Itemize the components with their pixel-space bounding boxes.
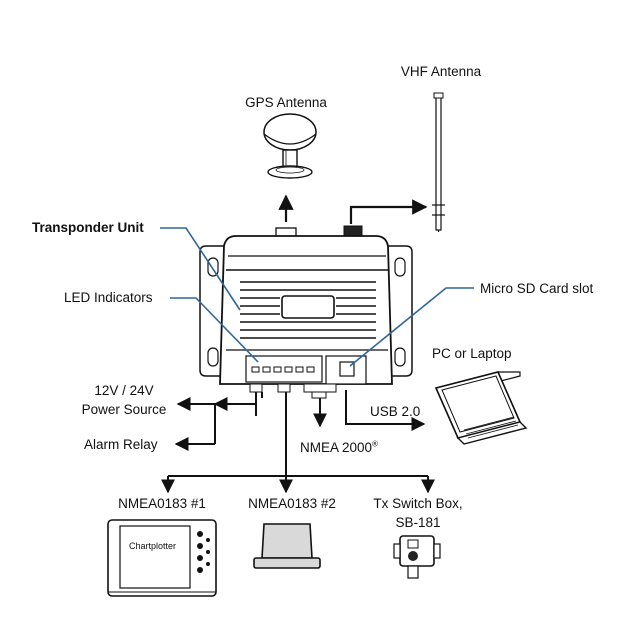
transponder-unit-icon (199, 225, 413, 399)
registered-mark: ® (372, 439, 378, 449)
nmea2000-label: NMEA 2000® (300, 440, 378, 456)
power-source-label-line1: 12V / 24V (94, 383, 154, 398)
nmea0183-device-icon (253, 523, 321, 569)
alarm-relay-label: Alarm Relay (84, 437, 158, 452)
vhf-antenna-label: VHF Antenna (400, 64, 482, 79)
led-indicators-label: LED Indicators (64, 290, 153, 305)
gps-antenna-icon (263, 113, 317, 179)
led-leader (170, 297, 259, 363)
tx-switch-box-icon (393, 535, 441, 579)
tx-switch-label-line2: SB-181 (395, 515, 441, 530)
gps-antenna-label: GPS Antenna (245, 95, 327, 110)
pc-laptop-label: PC or Laptop (432, 346, 512, 361)
vhf-antenna-icon (432, 92, 445, 232)
transponder-leader (160, 227, 241, 311)
leader-lines (160, 227, 474, 367)
nmea0183-2-label: NMEA0183 #2 (248, 496, 336, 511)
power-source-label-line2: Power Source (81, 402, 167, 417)
vhf-connection-arrow (349, 199, 428, 224)
usb-arrow (345, 390, 426, 431)
chartplotter-screen-label: Chartplotter (129, 541, 177, 551)
laptop-icon (434, 371, 528, 445)
sd-leader (349, 287, 474, 367)
chartplotter-icon (107, 519, 217, 597)
usb-label: USB 2.0 (370, 404, 421, 419)
nmea0183-1-label: NMEA0183 #1 (118, 496, 206, 511)
nmea2000-label-text: NMEA 2000 (300, 440, 373, 455)
transponder-unit-label: Transponder Unit (32, 220, 144, 235)
tx-switch-label-line1: Tx Switch Box, (373, 496, 463, 511)
micro-sd-label: Micro SD Card slot (480, 281, 594, 296)
